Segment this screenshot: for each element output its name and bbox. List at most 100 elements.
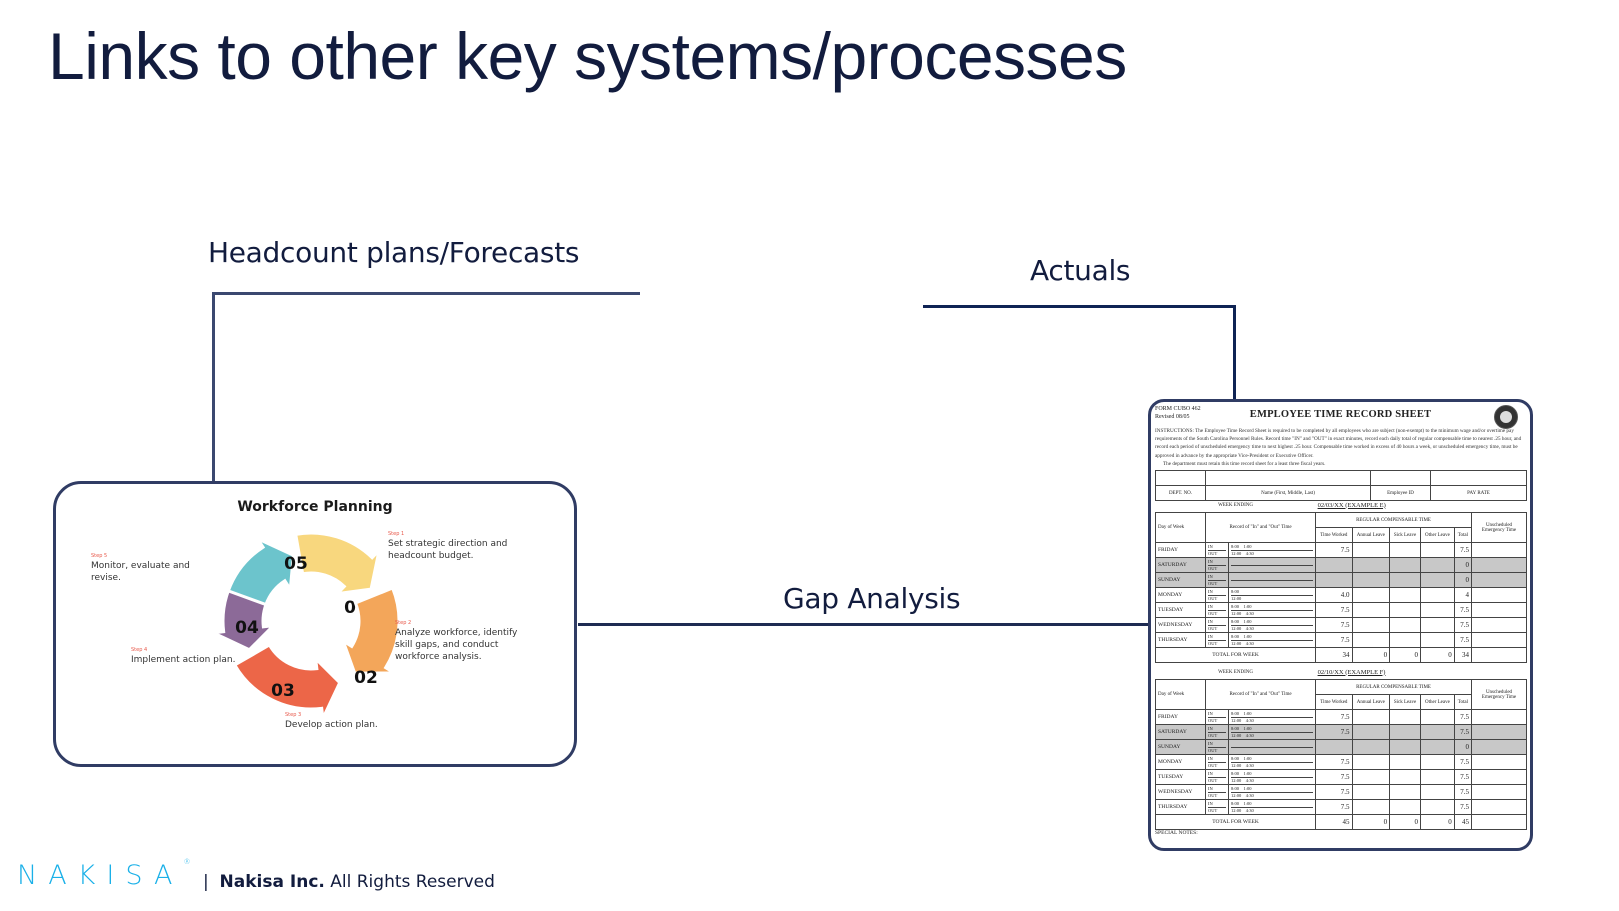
total-annual: 0 — [1351, 647, 1391, 663]
footer-rights: All Rights Reserved — [330, 872, 495, 892]
total-worked: 34 — [1315, 647, 1353, 663]
unscheduled-cell — [1471, 769, 1527, 785]
actuals-label: Actuals — [1030, 254, 1131, 287]
actuals-connector-vertical — [1233, 305, 1236, 400]
cycle-arrow-01 — [293, 531, 382, 596]
time-worked-cell: 4.0 — [1315, 587, 1353, 603]
slide-title: Links to other key systems/processes — [48, 19, 1127, 93]
revised-date: Revised 08/05 — [1155, 414, 1190, 420]
sick-leave-cell — [1389, 602, 1422, 618]
time-worked-cell — [1315, 572, 1353, 588]
day-of-week-header: Day of Week — [1155, 679, 1206, 710]
time-worked-cell — [1315, 557, 1353, 573]
timesheet-title: EMPLOYEE TIME RECORD SHEET — [1249, 409, 1432, 420]
cycle-number-02: 02 — [354, 668, 378, 688]
unscheduled-cell — [1471, 739, 1527, 755]
regular-compensable-header: REGULAR COMPENSABLE TIME — [1315, 679, 1472, 695]
total-other: 0 — [1420, 647, 1455, 663]
workforce-cycle-diagram: 0102030405 — [211, 531, 401, 724]
day-cell: WEDNESDAY — [1155, 784, 1206, 800]
time-worked-cell: 7.5 — [1315, 724, 1353, 740]
footer-company: Nakisa Inc. — [219, 872, 325, 892]
time-worked-cell: 7.5 — [1315, 799, 1353, 815]
headcount-connector-vertical — [212, 292, 215, 482]
workforce-planning-card: Workforce Planning 0102030405 Step 1 Set… — [53, 481, 577, 767]
week-ending-label: WEEK ENDING — [1218, 502, 1253, 508]
record-header: Record of "In" and "Out" Time — [1204, 512, 1317, 543]
gap-analysis-connector — [578, 623, 1148, 626]
total-cell: 7.5 — [1453, 784, 1473, 800]
day-cell: WEDNESDAY — [1155, 617, 1206, 633]
headcount-forecasts-label: Headcount plans/Forecasts — [208, 236, 580, 269]
day-cell: THURSDAY — [1155, 632, 1206, 648]
sick-leave-header: Sick Leave — [1389, 527, 1422, 543]
other-leave-cell — [1420, 557, 1455, 573]
other-leave-cell — [1420, 572, 1455, 588]
other-leave-cell — [1420, 602, 1455, 618]
annual-leave-cell — [1351, 784, 1391, 800]
step-4-text: Implement action plan. — [131, 655, 236, 665]
sick-leave-cell — [1389, 739, 1422, 755]
total-unscheduled — [1471, 647, 1527, 663]
total-other: 0 — [1420, 814, 1455, 830]
day-cell: FRIDAY — [1155, 709, 1206, 725]
total-unscheduled — [1471, 814, 1527, 830]
day-cell: MONDAY — [1155, 587, 1206, 603]
unscheduled-cell — [1471, 542, 1527, 558]
in-out-times — [1227, 557, 1317, 573]
seal-icon — [1494, 405, 1518, 429]
day-cell: SUNDAY — [1155, 572, 1206, 588]
other-leave-cell — [1420, 799, 1455, 815]
unscheduled-cell — [1471, 724, 1527, 740]
time-worked-cell: 7.5 — [1315, 617, 1353, 633]
step-1-text: Set strategic direction and headcount bu… — [388, 539, 508, 561]
total-total: 45 — [1453, 814, 1473, 830]
annual-leave-cell — [1351, 739, 1391, 755]
unscheduled-cell — [1471, 754, 1527, 770]
footer-copyright: | Nakisa Inc. All Rights Reserved — [203, 872, 495, 892]
total-cell: 7.5 — [1453, 769, 1473, 785]
annual-leave-cell — [1351, 542, 1391, 558]
day-of-week-header: Day of Week — [1155, 512, 1206, 543]
special-notes: SPECIAL NOTES: — [1155, 830, 1198, 836]
unscheduled-cell — [1471, 617, 1527, 633]
sick-leave-cell — [1389, 724, 1422, 740]
regular-compensable-header: REGULAR COMPENSABLE TIME — [1315, 512, 1472, 528]
day-cell: MONDAY — [1155, 754, 1206, 770]
annual-leave-cell — [1351, 572, 1391, 588]
week-ending-value: 02/10/XX (EXAMPLE F) — [1317, 668, 1386, 676]
step-2-label: Step 2 — [395, 620, 412, 626]
total-total: 34 — [1453, 647, 1473, 663]
week-ending-label: WEEK ENDING — [1218, 669, 1253, 675]
time-worked-cell: 7.5 — [1315, 632, 1353, 648]
step-3-label: Step 3 — [285, 712, 302, 718]
dept-no-header: DEPT. NO. — [1155, 485, 1206, 501]
week-table: WEEK ENDING 02/03/XX (EXAMPLE E)Day of W… — [1154, 498, 1527, 663]
total-cell: 4 — [1453, 587, 1473, 603]
time-worked-header: Time Worked — [1315, 527, 1353, 543]
other-leave-cell — [1420, 769, 1455, 785]
week-total-row: TOTAL FOR WEEK 45 0 0 0 45 — [1154, 814, 1527, 830]
logo-text: NAKISA — [17, 860, 184, 891]
step-1-description: Step 1 Set strategic direction and headc… — [388, 531, 518, 562]
sick-leave-cell — [1389, 542, 1422, 558]
sick-leave-cell — [1389, 572, 1422, 588]
day-cell: TUESDAY — [1155, 769, 1206, 785]
